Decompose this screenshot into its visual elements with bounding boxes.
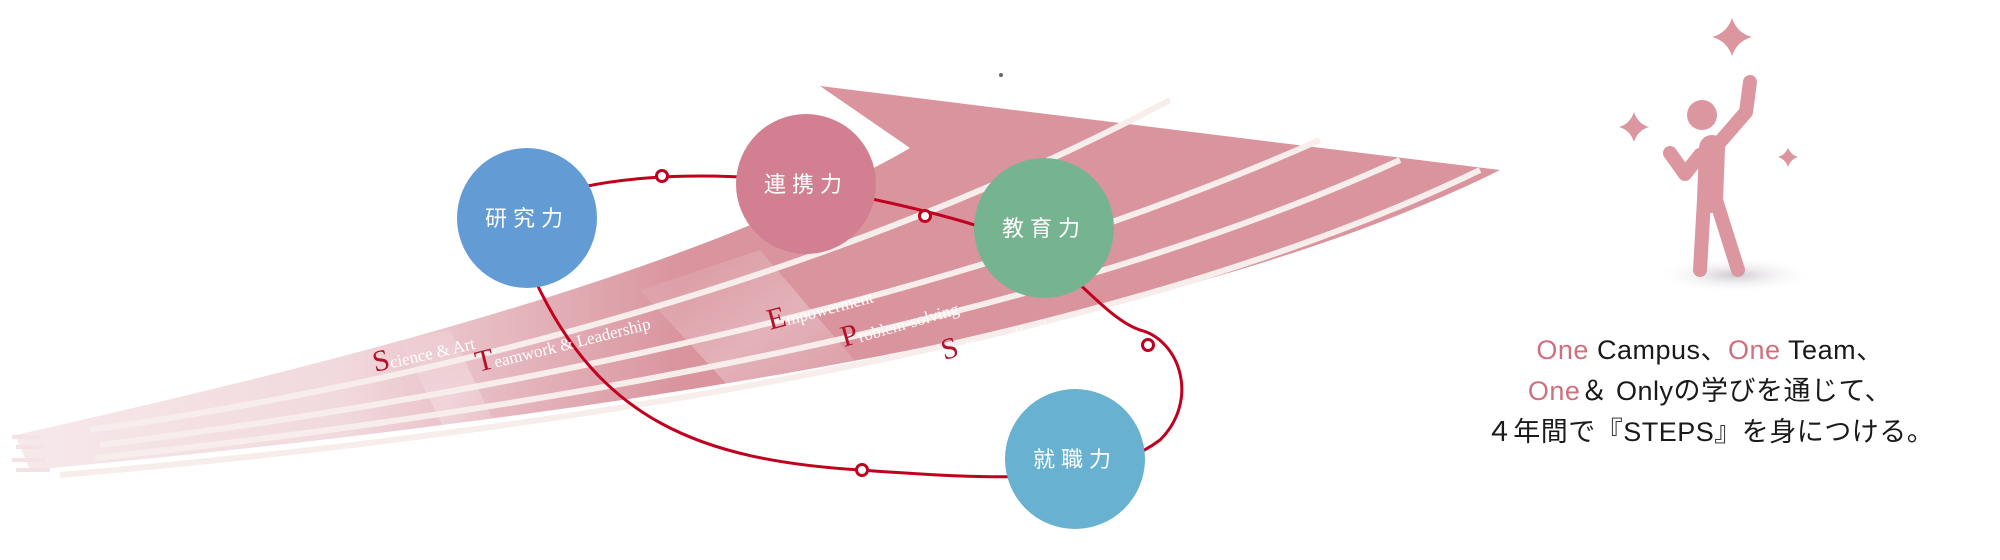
ring-node-1 xyxy=(655,169,669,183)
employment-circle xyxy=(1005,389,1145,529)
sparkle-large xyxy=(1712,18,1752,56)
tagline-accent-one: One xyxy=(1536,335,1589,365)
node-collaboration: 連携力 xyxy=(736,114,876,254)
tagline-line-2: One＆ Onlyの学びを通じて、 xyxy=(1430,371,1990,412)
sparkle-right xyxy=(1778,148,1798,167)
tagline-text: Team、 xyxy=(1780,335,1884,365)
figure-leg-right xyxy=(1709,193,1745,277)
figure-raised-arm xyxy=(1713,75,1757,149)
steps-arrow xyxy=(12,86,1500,478)
tagline-text: ＆ Onlyの学びを通じて、 xyxy=(1580,376,1893,406)
research-label: 研究力 xyxy=(485,207,569,232)
tagline: One Campus、One Team、 One＆ Onlyの学びを通じて、 ４… xyxy=(1430,330,1990,453)
figure-head xyxy=(1687,100,1717,130)
tagline-text: Campus、 xyxy=(1588,335,1728,365)
ring-node-2 xyxy=(918,209,932,223)
ring-node-4 xyxy=(855,463,869,477)
person-reaching-sparkles-icon xyxy=(1619,18,1815,293)
node-education: 教育力 xyxy=(974,158,1114,298)
ring-node-3 xyxy=(1141,338,1155,352)
collaboration-circle xyxy=(736,114,876,254)
research-circle xyxy=(457,148,597,288)
tagline-accent-one: One xyxy=(1527,376,1581,406)
education-label: 教育力 xyxy=(1002,217,1086,242)
ring-path xyxy=(522,174,1184,479)
stripe-3 xyxy=(94,157,1402,461)
tagline-line-3: ４年間で『STEPS』を身につける。 xyxy=(1485,417,1935,447)
decorative-dot xyxy=(999,73,1003,77)
figure-leg-left xyxy=(1693,193,1711,277)
stripe-4 xyxy=(59,167,1482,478)
collaboration-label: 連携力 xyxy=(764,173,848,198)
education-circle xyxy=(974,158,1114,298)
tagline-line-1: One Campus、One Team、 xyxy=(1430,330,1990,371)
stripe-2 xyxy=(99,137,1322,448)
sparkle-left xyxy=(1619,112,1649,142)
figure-torso xyxy=(1697,135,1725,213)
figure-lower-arm xyxy=(1663,146,1707,181)
tagline-accent-one: One xyxy=(1728,335,1781,365)
employment-label: 就職力 xyxy=(1033,448,1117,473)
node-employment: 就職力 xyxy=(1005,389,1145,529)
cycle-ring xyxy=(522,169,1184,479)
node-research: 研究力 xyxy=(457,148,597,288)
arrow-tail-lines xyxy=(12,435,50,472)
